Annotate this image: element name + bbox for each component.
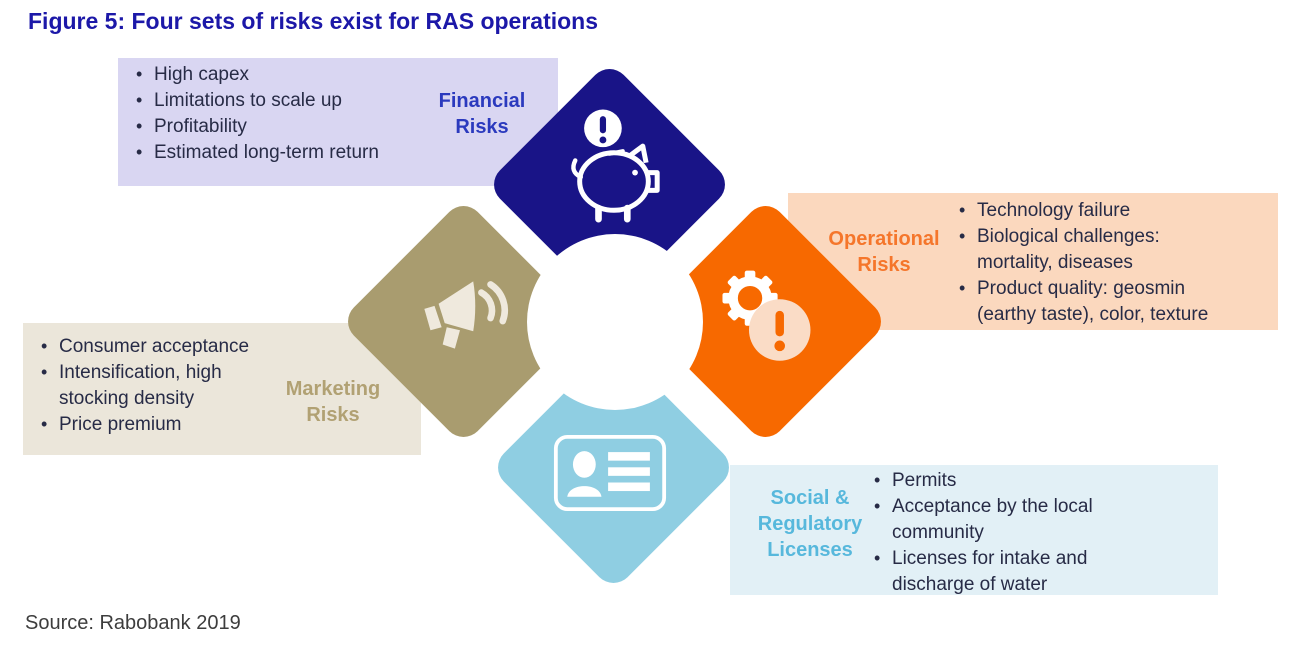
bullet-item: Limitations to scale up	[133, 87, 453, 114]
bullet-item: Technology failure	[956, 197, 1276, 224]
bullet-item: Consumer acceptance	[38, 333, 338, 360]
bullet-item: Product quality: geosmin(earthy taste), …	[956, 275, 1276, 328]
financial-risks-list: High capexLimitations to scale upProfita…	[133, 61, 453, 166]
operational-risks-list: Technology failureBiological challenges:…	[956, 197, 1276, 328]
gear-alert-icon	[714, 260, 820, 366]
bullet-item: Estimated long-term return	[133, 139, 453, 166]
id-card-icon	[553, 434, 667, 512]
figure-title: Figure 5: Four sets of risks exist for R…	[28, 8, 599, 34]
bullet-item: Profitability	[133, 113, 453, 140]
bullet-item: Price premium	[38, 411, 338, 438]
bullet-item: High capex	[133, 61, 453, 88]
bullet-item: Biological challenges:mortality, disease…	[956, 223, 1276, 276]
bullet-item: Permits	[871, 467, 1201, 494]
center-circle	[527, 234, 703, 410]
social-licenses-list: PermitsAcceptance by the localcommunityL…	[871, 467, 1201, 598]
piggy-bank-alert-icon	[558, 104, 670, 228]
megaphone-icon	[405, 264, 517, 366]
source-note: Source: Rabobank 2019	[25, 612, 241, 634]
marketing-risks-list: Consumer acceptanceIntensification, high…	[38, 333, 338, 438]
